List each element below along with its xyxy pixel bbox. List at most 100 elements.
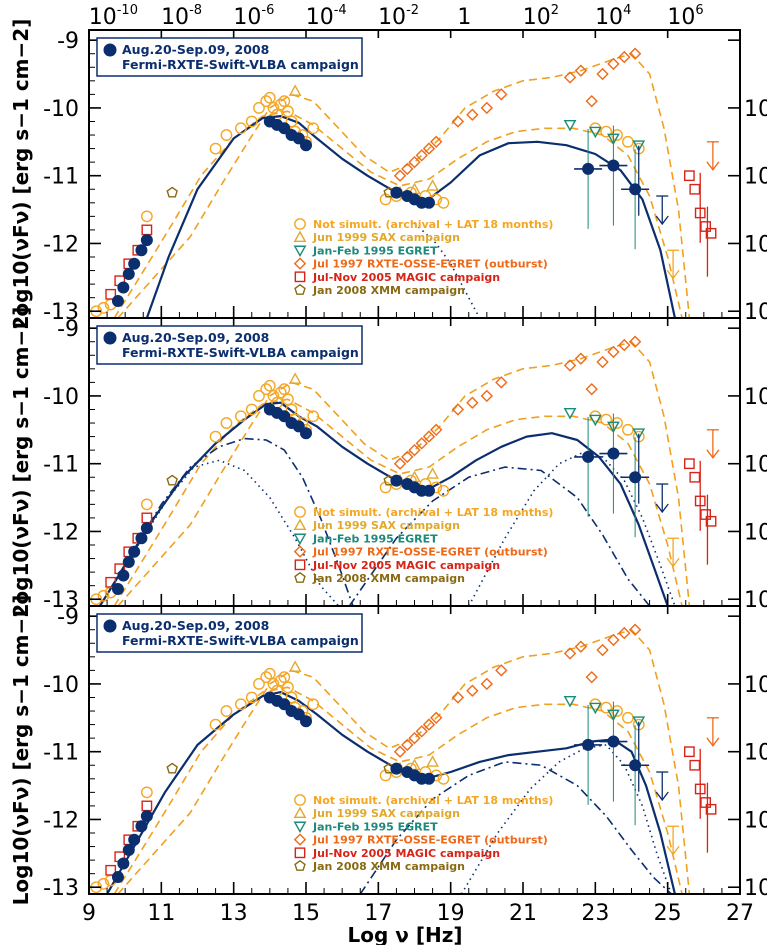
legend-marker [294,859,306,871]
legend-label: Jul-Nov 2005 MAGIC campaign [312,559,500,572]
upper-limit [655,503,669,514]
data-point [495,88,508,101]
data-point [628,623,642,636]
campaign-label-box: Aug.20-Sep.09, 2008Fermi-RXTE-Swift-VLBA… [96,37,363,77]
data-point [607,345,620,359]
data-point [574,352,588,365]
data-point [437,196,450,209]
data-point [629,759,642,772]
campaign-label-line1: Aug.20-Sep.09, 2008 [122,42,269,57]
right-axis-label: 10 [744,385,767,410]
data-point [683,170,695,182]
right-axis-label: 10 [744,876,767,901]
data-point [117,569,130,582]
model-curve-dotted [468,452,676,606]
data-point [307,122,320,135]
legend-label: Jan-Feb 1995 EGRET [312,820,438,833]
data-point [495,664,508,677]
data-point [621,423,634,436]
upper-limit [666,845,680,856]
legend-marker [293,545,307,558]
top-axis-exponent: -4 [334,3,347,18]
data-point [596,67,609,81]
data-point [611,417,623,429]
data-point [437,484,450,497]
data-point [408,470,421,483]
y-tick-label: -10 [43,97,79,122]
data-point [563,647,577,660]
data-point [607,447,620,460]
data-point [128,257,141,270]
upper-limit [666,269,680,280]
data-point [563,71,577,84]
legend-marker [294,506,306,518]
data-point [430,135,443,149]
data-point [278,95,291,108]
x-tick-label: 15 [292,901,320,926]
legend-label: Jan 2008 XMM campaign [312,572,465,585]
data-point [408,731,421,745]
legend-marker [293,245,307,258]
data-point [415,725,428,738]
plot-area-1 [90,47,720,318]
data-point [618,338,631,352]
legend-label: Jun 1999 SAX campaign [312,807,460,820]
legend-label: Not simult. (archival + LAT 18 months) [313,794,553,807]
data-point [705,515,717,527]
data-point [166,762,178,774]
data-point [618,50,631,64]
legend-marker [293,833,307,846]
y-tick-label: -11 [43,165,79,190]
data-point [480,101,494,115]
data-point [393,457,407,470]
top-axis-exponent: -10 [117,3,138,18]
legend-marker [293,821,307,834]
data-point [263,379,276,392]
data-point [629,471,642,484]
campaign-label-line2: Fermi-RXTE-Swift-VLBA campaign [122,633,359,648]
data-point [408,758,421,771]
upper-limit [666,557,680,568]
data-point [582,162,595,175]
data-point [582,738,595,751]
campaign-box-frame [96,325,363,365]
data-point [117,857,130,870]
campaign-marker [103,43,117,57]
data-point [415,437,428,450]
data-point [393,745,407,758]
data-point [390,762,403,775]
x-tick-label: 9 [82,901,96,926]
campaign-label-line1: Aug.20-Sep.09, 2008 [122,330,269,345]
data-point [245,403,258,416]
data-point [245,691,258,704]
right-axis-label: 10 [744,300,767,325]
legend-label: Jan 2008 XMM campaign [312,860,465,873]
legend-marker [294,283,306,295]
data-point [596,355,609,369]
envelope-outburst-high [117,340,691,606]
data-point [466,396,479,409]
data-point [135,532,148,545]
legend-label: Jan-Feb 1995 EGRET [312,244,438,257]
data-point [117,281,130,294]
data-point [390,186,403,199]
data-point [629,183,642,196]
data-point [111,583,124,596]
top-axis-label: 10 [306,5,334,30]
data-point [585,670,598,684]
data-point [689,759,701,771]
data-point [245,115,258,128]
data-point [282,393,294,406]
data-point [632,716,646,728]
data-point [263,667,276,680]
data-point [128,545,141,558]
legend-marker [294,794,306,806]
legend-label: Jul 1997 RXTE-OSSE-EGRET (outburst) [312,834,548,847]
data-point [401,450,414,464]
data-point [607,159,620,172]
data-point [437,772,450,785]
upper-limit [655,791,669,802]
envelope-outburst-high [117,52,691,318]
data-point [288,84,302,96]
data-point [141,224,153,236]
